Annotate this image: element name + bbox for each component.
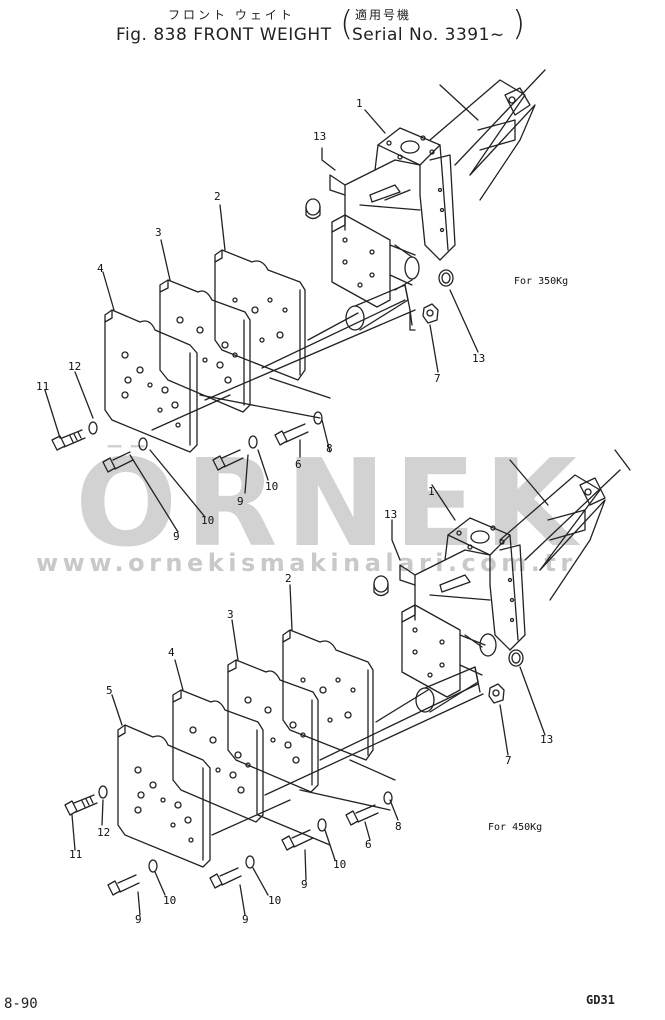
page-number: 8-90 [4,996,38,1012]
top-bolt-9-left [102,437,148,473]
callout-2-bottom: 2 [285,572,292,585]
callout-13-top-upper: 13 [313,130,327,143]
top-weight-plate-4 [104,309,198,453]
note-350kg: For 350Kg [514,276,569,287]
watermark-logo: ÖRNEK [75,445,585,565]
bottom-boom-arm [499,449,631,601]
callout-10-bottom-mid: 10 [268,894,282,907]
callout-12-bottom: 12 [97,826,111,839]
bottom-nut-13-lower [508,649,524,667]
close-paren: ) [512,4,526,44]
callout-11-top: 11 [36,380,50,393]
callout-10-top-right: 10 [265,480,279,493]
title-japanese: フロント ウェイト [168,8,295,22]
figure-title: Fig. 838 FRONT WEIGHT [116,25,332,45]
callout-13-bottom-lower: 13 [540,733,554,746]
bottom-weight-plate-2 [282,629,374,761]
callout-12-top: 12 [68,360,82,373]
watermark-brand: ÖRNEK [75,445,585,565]
bottom-weight-plate-4 [172,689,264,823]
callout-7-top: 7 [434,372,441,385]
callout-4-top: 4 [97,262,104,275]
bottom-nut-13-upper [373,575,389,597]
top-nut-7 [422,303,439,324]
bottom-base-plate [401,604,461,698]
callout-9-bottom-right: 9 [301,878,308,891]
callout-6-bottom: 6 [365,838,372,851]
top-nut-13-upper [305,198,321,220]
callout-6-top: 6 [295,458,302,471]
callout-1-top: 1 [356,97,363,110]
callout-8-bottom: 8 [395,820,402,833]
bottom-pins [415,633,497,713]
callout-1-bottom: 1 [428,485,435,498]
top-bolt-11 [51,421,98,451]
top-weight-plate-3 [159,279,251,413]
callout-7-bottom: 7 [505,754,512,767]
bottom-weight-plate-5 [117,724,211,868]
callout-3-bottom: 3 [227,608,234,621]
callout-10-top-left: 10 [201,514,215,527]
callout-13-top-lower: 13 [472,352,486,365]
model-code: GD31 [586,993,615,1007]
callout-13-bottom-upper: 13 [384,508,398,521]
callout-9-bottom-left: 9 [135,913,142,926]
top-bolt-6 [274,411,323,446]
serial-number: Serial No. 3391~ [352,25,505,45]
top-pins [345,244,420,331]
callout-10-bottom-left: 10 [163,894,177,907]
serial-note-japanese: 適用号機 [355,8,412,22]
bottom-bracket-frame [399,517,526,651]
callout-10-bottom-right: 10 [333,858,347,871]
bottom-nut-7 [488,683,505,704]
bottom-bolt-9-mid [209,855,255,889]
callout-5-bottom: 5 [106,684,113,697]
callout-2-top: 2 [214,190,221,203]
open-paren: ( [340,4,354,44]
top-bracket-frame [329,127,456,261]
top-weight-plate-2 [214,249,306,381]
top-base-plate [331,214,391,308]
top-bolt-9-right [212,435,258,471]
bottom-bolt-9-left [107,859,158,896]
top-boom-arm [429,69,546,201]
callout-3-top: 3 [155,226,162,239]
top-nut-13-lower [438,269,454,287]
bottom-bolt-11 [64,785,108,816]
callout-9-top-right: 9 [237,495,244,508]
note-450kg: For 450Kg [488,822,543,833]
callout-8-top: 8 [326,442,333,455]
bottom-weight-plate-3 [227,659,319,793]
callout-9-top-left: 9 [173,530,180,543]
callout-11-bottom: 11 [69,848,83,861]
callout-9-bottom-mid: 9 [242,913,249,926]
callout-4-bottom: 4 [168,646,175,659]
bottom-bolt-9-right [281,818,327,851]
